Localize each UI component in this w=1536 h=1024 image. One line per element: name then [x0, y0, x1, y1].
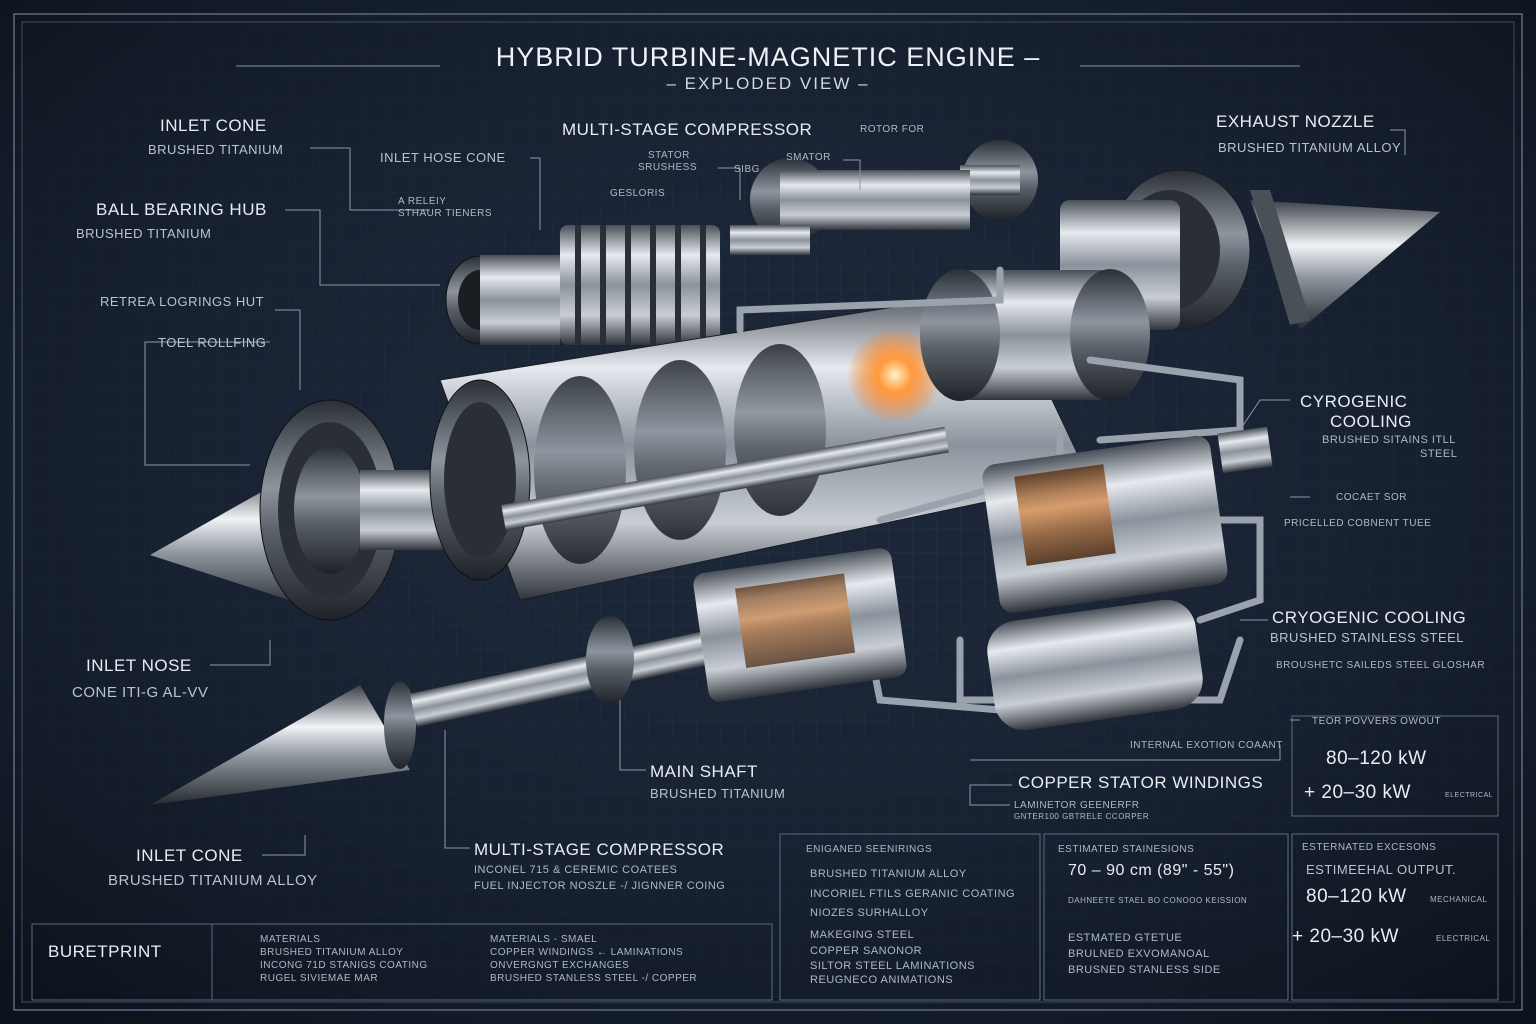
footer-output-electrical: + 20–30 kW — [1292, 926, 1399, 947]
footer-col2-item: BRUSHED STANLESS STEEL -/ COPPER — [490, 973, 698, 984]
label-inlet-cone-top: INLET CONE — [160, 116, 267, 135]
footer-col2-item: COPPER WINDINGS ← LAMINATIONS — [490, 947, 684, 958]
exhaust-assembly — [730, 140, 1440, 331]
lower-shaft-assembly — [150, 426, 1273, 805]
label-sthaur: STHAUR TIENERS — [398, 208, 493, 219]
label-inlet-nose-material: CONE ITI-G AL-VV — [72, 684, 209, 701]
footer-col3-head: ENIGANED SEENIRINGS — [806, 844, 933, 855]
label-cryogenic-1-material: BRUSHED SITAINS ITLL — [1322, 434, 1456, 446]
footer-col1-item: MATERIALS — [260, 934, 321, 945]
label-multi-stage-compressor-bottom: MULTI-STAGE COMPRESSOR — [474, 840, 725, 859]
label-copper-stator-windings: COPPER STATOR WINDINGS — [1018, 773, 1264, 792]
footer-col2-item: MATERIALS - SMAEL — [490, 934, 598, 945]
footer-dimensions-value: 70 – 90 cm (89" - 55") — [1068, 862, 1235, 879]
label-sibg: SIBG — [734, 164, 760, 175]
footer-col3-item: BRUSHED TITANIUM ALLOY — [810, 868, 967, 880]
upper-compressor-assembly — [445, 225, 720, 345]
footer-col5-a: ESTIMEEHAL OUTPUT. — [1306, 862, 1457, 877]
footer-col4-b: BRUSNED STANLESS SIDE — [1068, 964, 1221, 976]
label-cocaet: COCAET SOR — [1336, 492, 1407, 503]
footer-col5-head: ESTERNATED EXCESONS — [1302, 842, 1437, 853]
footer-col4-a: BRULNED EXVOMANOAL — [1068, 948, 1210, 960]
footer-col3-item: COPPER SANONOR — [810, 945, 923, 957]
leader-lines — [144, 129, 1406, 856]
label-retrea: RETREA LOGRINGS HUT — [100, 294, 265, 309]
footer-col1-item: RUGEL SIVIEMAE MAR — [260, 973, 379, 984]
label-cryogenic-cooling-2-material: BRUSHED STAINLESS STEEL — [1270, 630, 1465, 645]
label-gnter: GNTER100 GBTRELE CCORPER — [1014, 812, 1150, 821]
label-toel: TOEL ROLLFING — [158, 335, 267, 350]
label-inlet-hose-cone: INLET HOSE CONE — [380, 150, 506, 165]
label-ball-bearing-hub-material: BRUSHED TITANIUM — [76, 226, 212, 241]
footer-col3-item: INCORIEL FTILS GERANIC COATING — [810, 888, 1016, 900]
label-smator: SMATOR — [786, 152, 831, 163]
label-broushe: BROUSHETC SAILEDS STEEL GLOSHAR — [1276, 660, 1486, 671]
label-laminetor: LAMINETOR GEENERFR — [1014, 800, 1140, 811]
label-inlet-nose: INLET NOSE — [86, 656, 192, 675]
label-power-output-head: TEOR POVVERS OWOUT — [1312, 716, 1442, 727]
label-ball-bearing-hub: BALL BEARING HUB — [96, 200, 267, 219]
label-cryogenic-cooling-2: CRYOGENIC COOLING — [1272, 608, 1467, 627]
footer-col4-est: ESTMATED GTETUE — [1068, 932, 1183, 944]
footer-output-mechanical-unit: MECHANICAL — [1430, 895, 1488, 904]
label-a-releiy: A RELEIY — [398, 196, 447, 207]
label-cryogenic-1-material-2: STEEL — [1420, 448, 1458, 460]
footer-col2-item: ONVERGNGT EXCHANGES — [490, 960, 630, 971]
label-compressor-material-2: FUEL INJECTOR NOSZLE -/ JIGNNER COING — [474, 880, 726, 892]
label-rotor: ROTOR FOR — [860, 124, 925, 135]
label-cryogenic-1-cooling: COOLING — [1330, 412, 1412, 431]
footer-col3-item: MAKEGING STEEL — [810, 929, 915, 941]
footer-col3-item: SILTOR STEEL LAMINATIONS — [810, 960, 976, 972]
footer-output-mechanical: 80–120 kW — [1306, 886, 1407, 907]
label-main-shaft-material: BRUSHED TITANIUM — [650, 786, 786, 801]
label-geslors: GESLORIS — [610, 188, 666, 199]
page-title: HYBRID TURBINE-MAGNETIC ENGINE – — [495, 42, 1041, 72]
label-inlet-cone-bottom: INLET CONE — [136, 846, 243, 865]
footer-col1-item: BRUSHED TITANIUM ALLOY — [260, 947, 404, 958]
page-subtitle: – EXPLODED VIEW – — [666, 74, 870, 93]
label-multi-stage-compressor-top: MULTI-STAGE COMPRESSOR — [562, 120, 813, 139]
footer-brand: BURETPRINT — [48, 942, 162, 961]
footer-col4-line: DAHNEETE STAEL BO CONOOO KEISSION — [1068, 896, 1248, 905]
footer-col1-item: INCONG 71D STANIGS COATING — [260, 960, 428, 971]
label-power-electrical-unit: ELECTRICAL — [1445, 792, 1494, 799]
label-power-mechanical: 80–120 kW — [1326, 748, 1427, 769]
label-pricelled: PRICELLED COBNENT TUEE — [1284, 518, 1432, 529]
label-compressor-material-1: INCONEL 715 & CEREMIC COATEES — [474, 864, 678, 876]
label-power-electrical: + 20–30 kW — [1304, 782, 1411, 803]
label-main-shaft: MAIN SHAFT — [650, 762, 758, 781]
label-internal-coolant: INTERNAL EXOTION COAANT — [1130, 740, 1283, 751]
label-exhaust-nozzle-material: BRUSHED TITANIUM ALLOY — [1218, 140, 1402, 155]
label-inlet-cone-top-material: BRUSHED TITANIUM — [148, 142, 284, 157]
label-inlet-cone-bottom-material: BRUSHED TITANIUM ALLOY — [108, 872, 318, 889]
footer-output-electrical-unit: ELECTRICAL — [1436, 934, 1491, 943]
label-stator: STATOR — [648, 150, 690, 161]
footer-col3-item: REUGNECO ANIMATIONS — [810, 974, 954, 986]
footer-col3-item: NIOZES SURHALLOY — [810, 907, 929, 919]
label-cryogenic-1: CYROGENIC — [1300, 392, 1408, 411]
label-srushess: SRUSHESS — [638, 162, 698, 173]
footer-col4-head: ESTIMATED STAINESIONS — [1058, 844, 1195, 855]
label-exhaust-nozzle: EXHAUST NOZZLE — [1216, 112, 1375, 131]
